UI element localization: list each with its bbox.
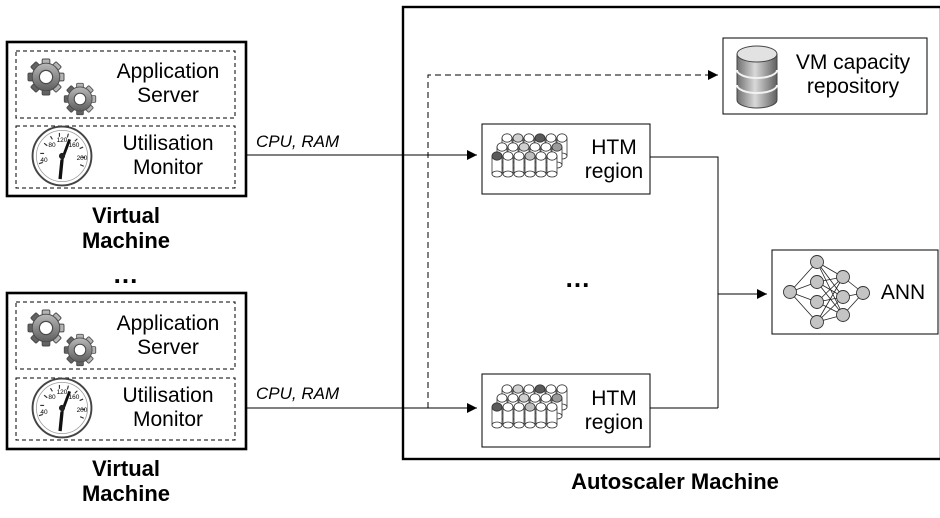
edge-label-cpu-ram: CPU, RAM xyxy=(256,132,340,151)
vm-bottom-app-server-box xyxy=(15,301,236,370)
ann-label: ANN xyxy=(880,281,926,304)
app-server-line1: Application xyxy=(116,60,220,83)
htm-line1: HTM xyxy=(591,136,637,159)
vm-caption: Virtual Machine xyxy=(50,203,202,253)
edge-htm-top-to-merge xyxy=(650,156,719,408)
speedometer-gauge-icon: 40 80 120 160 200 xyxy=(30,124,94,188)
gauge-tick-160: 160 xyxy=(69,394,80,401)
repository-label: VM capacity repository xyxy=(780,51,926,98)
gauge-tick-80: 80 xyxy=(48,394,56,401)
autoscaler-machine-box xyxy=(401,5,940,461)
gauge-tick-120: 120 xyxy=(57,137,68,144)
gauge-tick-120: 120 xyxy=(57,389,68,396)
htm-line2: region xyxy=(584,410,644,434)
app-server-line1: Application xyxy=(116,312,220,335)
htm-columns-icon xyxy=(491,133,568,178)
app-server-label: Application Server xyxy=(106,312,230,359)
vm-caption-line2: Machine xyxy=(81,480,171,506)
app-server-label: Application Server xyxy=(106,60,230,107)
htm-region-label: HTM region xyxy=(580,136,648,183)
util-monitor-line2: Monitor xyxy=(132,407,204,431)
vm-top-group: 40 80 120 160 200 xyxy=(5,40,248,198)
vm-bottom-group: 40 80 120 160 200 xyxy=(5,291,248,451)
gauge-tick-160: 160 xyxy=(69,142,80,149)
vm-caption-line1: Virtual xyxy=(91,203,161,228)
neural-network-icon xyxy=(783,255,870,329)
htm-line1: HTM xyxy=(591,387,637,410)
app-server-line2: Server xyxy=(137,335,199,359)
util-monitor-line1: Utilisation xyxy=(122,384,214,407)
gauge-tick-40: 40 xyxy=(40,157,48,164)
vm-caption-line1: Virtual xyxy=(91,456,161,481)
util-monitor-line1: Utilisation xyxy=(122,132,214,155)
util-monitor-label: Utilisation Monitor xyxy=(106,384,230,431)
edge-dashed-to-repository xyxy=(427,70,718,408)
repository-line2: repository xyxy=(806,74,900,98)
util-monitor-line2: Monitor xyxy=(132,155,204,179)
ann-box xyxy=(771,249,939,335)
edge-label-cpu-ram: CPU, RAM xyxy=(256,384,340,403)
htm-ellipsis: ... xyxy=(565,263,591,293)
vm-caption-line2: Machine xyxy=(81,227,171,253)
gears-icon xyxy=(27,58,97,116)
util-monitor-label: Utilisation Monitor xyxy=(106,132,230,179)
speedometer-gauge-icon: 40 80 120 160 200 xyxy=(30,376,94,440)
repository-line1: VM capacity xyxy=(795,51,911,74)
database-icon xyxy=(736,45,778,109)
vm-caption: Virtual Machine xyxy=(50,456,202,506)
vm-top-app-server-box xyxy=(15,50,236,119)
repository-box xyxy=(722,37,928,115)
gears-icon xyxy=(27,309,97,367)
vm-bottom-box xyxy=(5,291,248,451)
gauge-tick-40: 40 xyxy=(40,409,48,416)
htm-line2: region xyxy=(584,159,644,183)
htm-region-top-box xyxy=(481,123,651,195)
app-server-line2: Server xyxy=(137,83,199,107)
vm-ellipsis: ... xyxy=(113,259,139,289)
htm-region-label: HTM region xyxy=(580,387,648,434)
htm-columns-icon xyxy=(491,384,568,429)
gauge-tick-80: 80 xyxy=(48,142,56,149)
vm-top-box xyxy=(5,40,248,198)
htm-region-bottom-box xyxy=(481,373,651,448)
gauge-tick-200: 200 xyxy=(77,407,88,414)
autoscaler-caption: Autoscaler Machine xyxy=(571,469,779,494)
gauge-tick-200: 200 xyxy=(77,155,88,162)
